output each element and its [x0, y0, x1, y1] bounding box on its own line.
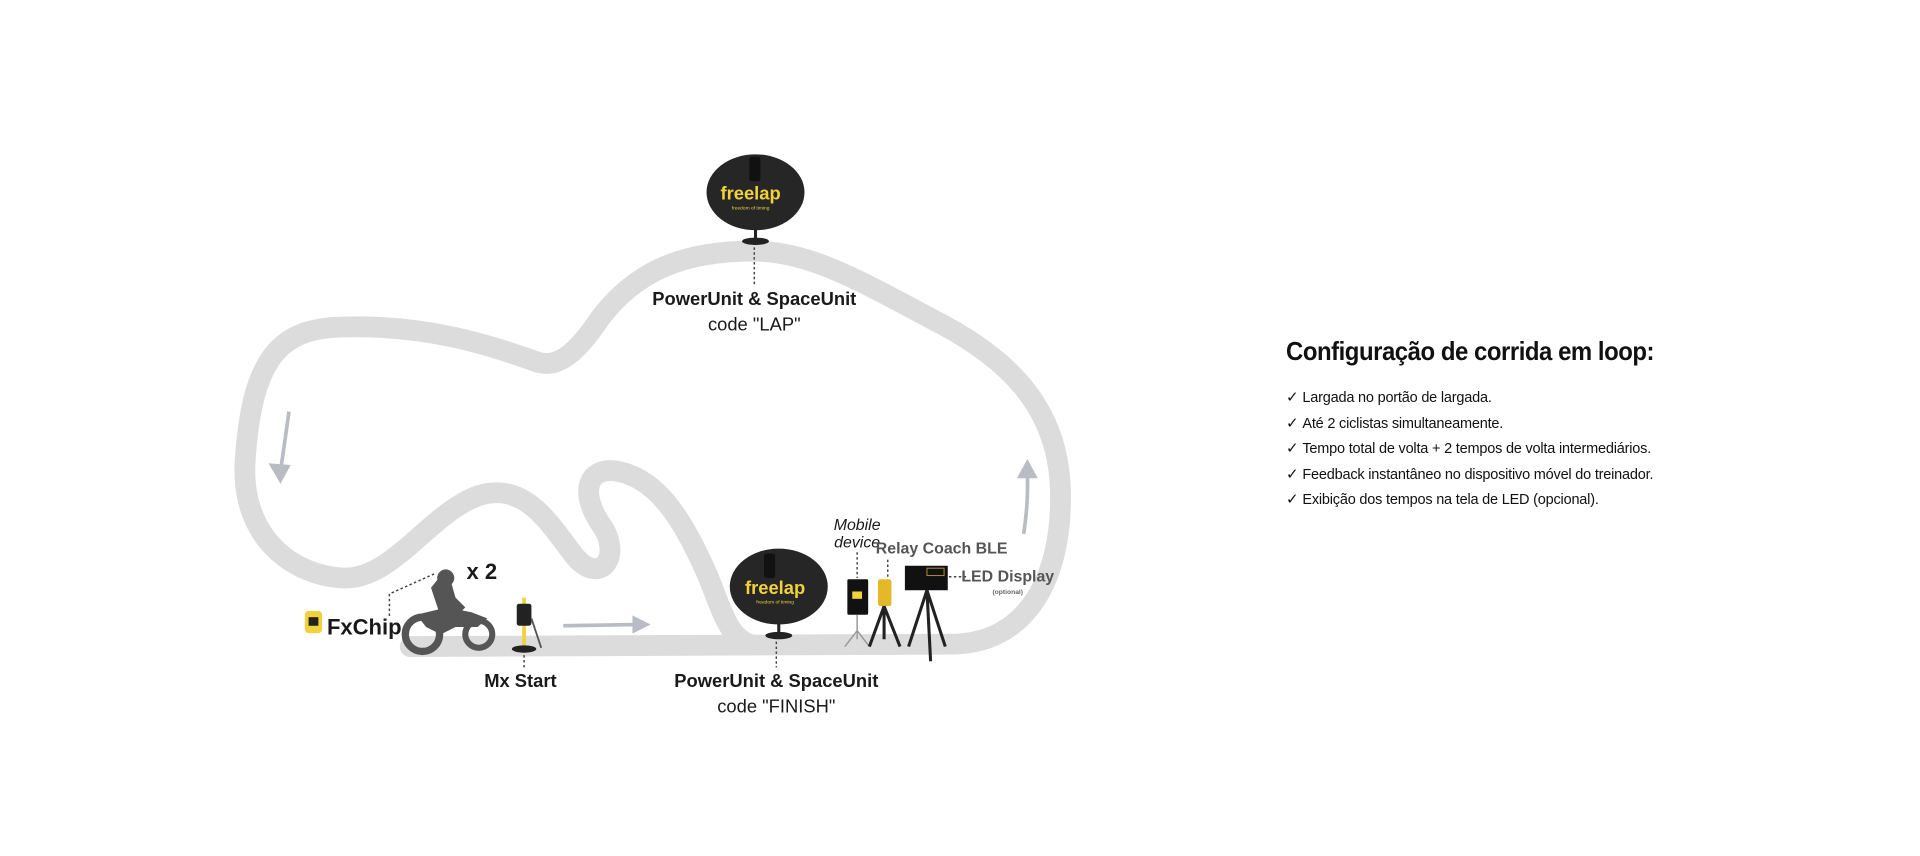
mx-start-gate-icon	[511, 597, 543, 653]
feature-list: ✓Largada no portão de largada. ✓Até 2 ci…	[1286, 385, 1846, 513]
lap-unit-brand: freelap	[721, 183, 781, 204]
feature-item: ✓Tempo total de volta + 2 tempos de volt…	[1286, 436, 1846, 462]
panel-title: Configuração de corrida em loop:	[1286, 336, 1655, 366]
direction-arrow-left-icon	[268, 411, 291, 484]
fxchip-label: FxChip	[327, 614, 402, 639]
fxchip-pointer	[388, 572, 437, 616]
rider-count: x 2	[467, 559, 498, 584]
feature-text: Tempo total de volta + 2 tempos de volta…	[1302, 441, 1652, 457]
feature-text: Feedback instantâneo no dispositivo móve…	[1302, 466, 1654, 483]
finish-unit-code: code "FINISH"	[717, 696, 835, 717]
lap-unit-title: PowerUnit & SpaceUnit	[652, 288, 856, 309]
led-display-icon	[904, 565, 948, 662]
led-display-label: LED Display	[961, 569, 1054, 586]
mobile-device-label-line2: device	[834, 534, 880, 551]
check-icon: ✓	[1286, 490, 1299, 508]
mx-start-label: Mx Start	[484, 670, 556, 691]
feature-item: ✓Largada no portão de largada.	[1286, 385, 1846, 411]
feature-item: ✓Até 2 ciclistas simultaneamente.	[1286, 411, 1846, 437]
check-icon: ✓	[1286, 413, 1299, 432]
finish-unit-brand: freelap	[745, 577, 805, 598]
check-icon: ✓	[1286, 439, 1299, 457]
mobile-device-label-line1: Mobile	[834, 517, 881, 534]
relay-coach-label: Relay Coach BLE	[876, 541, 1008, 558]
loop-config-panel: Configuração de corrida em loop: ✓Largad…	[1286, 336, 1846, 513]
finish-unit: freelap freedom of timing PowerUnit & Sp…	[674, 548, 878, 717]
feature-text: Exibição dos tempos na tela de LED (opci…	[1302, 492, 1599, 508]
lap-unit-code: code "LAP"	[708, 314, 801, 335]
lap-unit-tagline: freedom of timing	[732, 205, 770, 211]
finish-unit-title: PowerUnit & SpaceUnit	[674, 670, 878, 691]
feature-text: Até 2 ciclistas simultaneamente.	[1302, 415, 1504, 432]
feature-item: ✓Feedback instantâneo no dispositivo móv…	[1286, 462, 1846, 488]
finish-unit-tagline: freedom of timing	[756, 600, 794, 606]
race-track	[234, 240, 1071, 657]
relay-coach-device-icon	[867, 579, 902, 648]
direction-arrow-right-icon	[1016, 459, 1038, 535]
check-icon: ✓	[1286, 388, 1299, 406]
lap-unit: freelap freedom of timing PowerUnit & Sp…	[652, 154, 856, 335]
fxchip-icon	[304, 611, 323, 634]
feature-item: ✓Exibição dos tempos na tela de LED (opc…	[1286, 487, 1846, 513]
direction-arrow-bottom-icon	[563, 615, 651, 634]
led-display-optional: (optional)	[992, 589, 1023, 596]
motocross-rider-icon	[401, 569, 496, 656]
feature-text: Largada no portão de largada.	[1302, 390, 1492, 406]
check-icon: ✓	[1286, 464, 1299, 483]
mobile-device-icon	[844, 579, 870, 648]
